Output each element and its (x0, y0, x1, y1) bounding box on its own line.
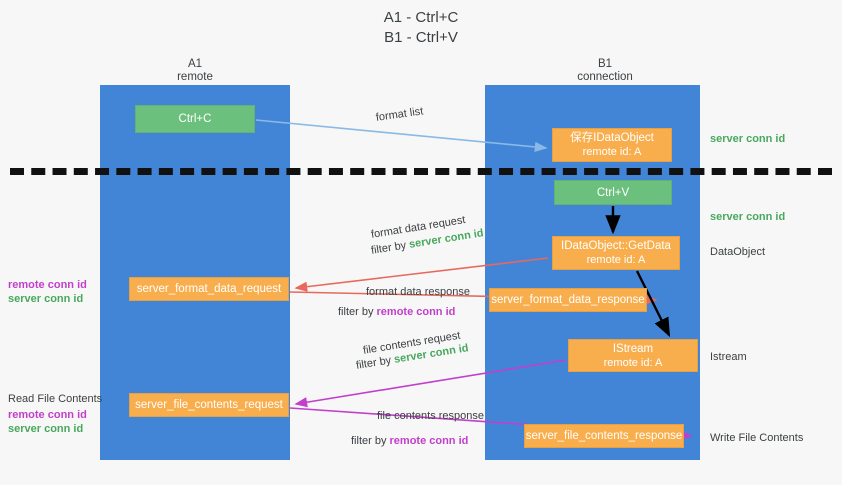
node-server-format-data-response-label: server_format_data_response (491, 294, 645, 306)
node-getdata-label: IDataObject::GetData (561, 240, 671, 252)
edge-label-file-contents-response-filter: filter by remote conn id (351, 434, 468, 448)
node-idataobject[interactable]: 保存IDataObject remote id: A (552, 128, 672, 162)
lane-a1-sub: remote (177, 71, 213, 83)
annotation-write-file-contents: Write File Contents (710, 432, 804, 444)
node-ctrl-v-label: Ctrl+V (596, 186, 630, 199)
node-getdata-sub: remote id: A (586, 254, 646, 266)
node-server-format-data-request[interactable]: server_format_data_request (129, 277, 289, 301)
lane-header-a1: A1 remote (120, 58, 270, 84)
annotation-istream: Istream (710, 351, 747, 363)
lane-b1-sub: connection (577, 71, 633, 83)
annotation-conn-ids-upper: remote conn id server conn id (8, 278, 87, 306)
node-server-file-contents-response[interactable]: server_file_contents_response (524, 424, 684, 448)
node-idataobject-label: 保存IDataObject (570, 132, 654, 144)
node-idataobject-sub: remote id: A (582, 146, 642, 158)
annotation-server-conn-id-mid: server conn id (710, 211, 786, 223)
annotation-conn-ids-lower: remote conn id server conn id (8, 408, 87, 436)
node-idataobject-getdata[interactable]: IDataObject::GetData remote id: A (552, 236, 680, 270)
remote-conn-id-text-2: remote conn id (389, 435, 469, 447)
node-ctrl-c-label: Ctrl+C (178, 113, 212, 125)
node-istream[interactable]: IStream remote id: A (568, 339, 698, 372)
node-istream-label: IStream (612, 342, 654, 355)
filter-by-text-3: filter by (355, 353, 396, 372)
annotation-remote-conn-id-lower: remote conn id (8, 409, 87, 421)
title-line-1: A1 - Ctrl+C (383, 9, 459, 26)
annotation-remote-conn-id-upper: remote conn id (8, 279, 87, 291)
edge-label-format-data-response: format data response (366, 286, 470, 298)
node-istream-sub: remote id: A (603, 356, 663, 369)
phase-divider (10, 168, 832, 175)
title-line-2: B1 - Ctrl+V (384, 29, 458, 46)
filter-by-text-1: filter by (370, 238, 411, 257)
filter-by-text-4: filter by (351, 435, 390, 447)
node-server-file-contents-response-label: server_file_contents_response (525, 430, 683, 442)
annotation-server-conn-id-upper: server conn id (8, 293, 84, 305)
lane-b1-name: B1 (597, 58, 613, 70)
edge-label-format-data-response-filter: filter by remote conn id (338, 305, 455, 319)
lane-header-b1: B1 connection (530, 58, 680, 84)
annotation-server-conn-id-top: server conn id (710, 133, 786, 145)
node-server-format-data-request-label: server_format_data_request (136, 283, 282, 295)
node-server-file-contents-request-label: server_file_contents_request (135, 399, 283, 411)
node-ctrl-v[interactable]: Ctrl+V (554, 180, 672, 205)
lane-a1-name: A1 (187, 58, 203, 70)
edge-label-file-contents-response: file contents response (377, 410, 485, 422)
annotation-server-conn-id-lower: server conn id (8, 423, 84, 435)
page-title: A1 - Ctrl+C B1 - Ctrl+V (0, 8, 842, 48)
edge-label-format-list: format list (375, 105, 425, 124)
filter-by-text-2: filter by (338, 306, 377, 318)
remote-conn-id-text-1: remote conn id (376, 306, 456, 318)
node-server-format-data-response[interactable]: server_format_data_response (489, 288, 647, 312)
node-ctrl-c[interactable]: Ctrl+C (135, 105, 255, 133)
annotation-read-file-contents: Read File Contents (8, 393, 103, 405)
node-server-file-contents-request[interactable]: server_file_contents_request (129, 393, 289, 417)
annotation-dataobject: DataObject (710, 246, 766, 258)
